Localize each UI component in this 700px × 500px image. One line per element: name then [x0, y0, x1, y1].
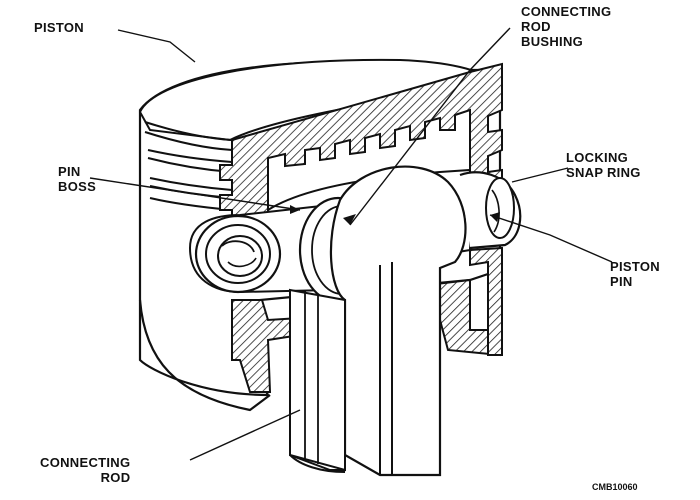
arrowhead-bushing [343, 214, 356, 225]
leader-lines [89, 27, 613, 461]
label-pin-boss: PIN BOSS [58, 164, 97, 194]
label-connecting-rod: CONNECTING ROD [40, 455, 131, 485]
label-connecting-rod-bushing: CONNECTING ROD BUSHING [521, 4, 612, 49]
label-piston: PISTON [34, 20, 84, 35]
pin-boss-shape [188, 203, 331, 294]
piston-crown [138, 58, 492, 142]
arrowhead-piston-pin [490, 212, 500, 222]
section-right-wall [469, 246, 503, 356]
figure-code: CMB10060 [592, 482, 638, 492]
arrowhead-pin-boss [290, 205, 300, 214]
label-piston-pin: PISTON PIN [610, 259, 660, 289]
piston-skirt-bottom [138, 299, 271, 412]
label-locking-snap-ring: LOCKING SNAP RING [566, 150, 641, 180]
piston-pin-end [459, 171, 522, 250]
